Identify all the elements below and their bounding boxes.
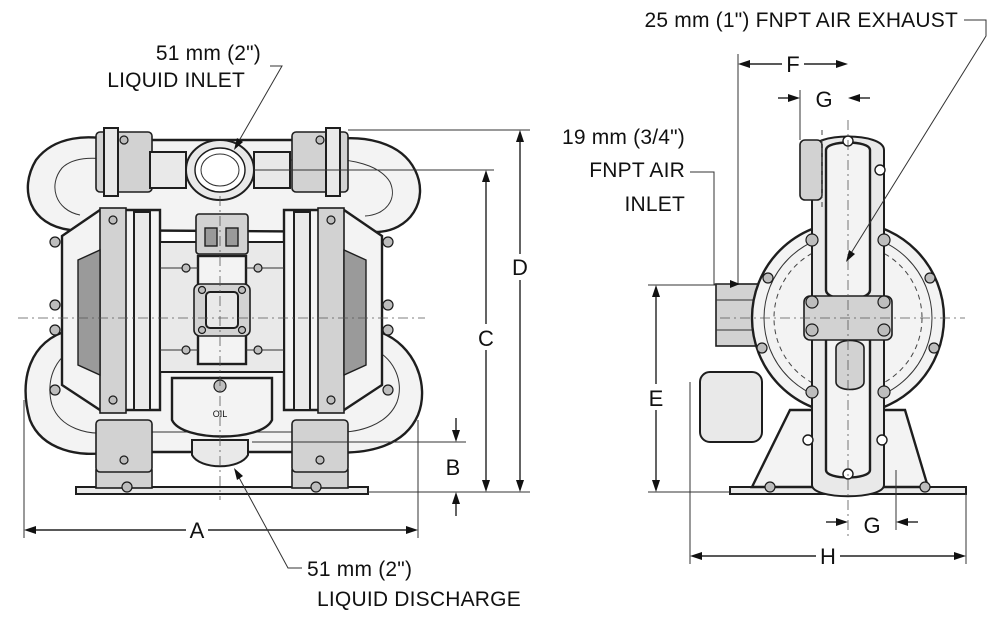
dimension-d: D [512,255,528,280]
dimension-c: C [478,326,494,351]
dimension-g-bottom: G [863,513,880,538]
liquid-inlet-size-label: 51 mm (2") [156,42,261,65]
oil-marking: OIL [213,409,228,419]
air-exhaust-label: 25 mm (1") FNPT AIR EXHAUST [644,9,958,32]
dimension-f: F [786,52,799,77]
lower-left-clamp [95,419,153,473]
oil-bowl [170,376,274,438]
dimension-b: B [446,455,461,480]
leader-lines [234,19,987,569]
right-diaphragm-clamp [317,207,345,414]
dimension-labels: A D C B E F G G H [186,52,881,569]
left-diaphragm-clamp [99,207,127,414]
dimension-e: E [649,386,664,411]
dimension-a: A [190,518,205,543]
base-plate [75,486,369,495]
side-view [699,120,967,540]
air-valve-cap [195,213,249,255]
lower-right-clamp [291,419,349,473]
liquid-discharge-size-label: 51 mm (2") [307,558,412,581]
muffler [699,371,763,443]
front-view: OIL [18,127,425,500]
front-view-bolts [49,135,394,465]
liquid-discharge-label: LIQUID DISCHARGE [317,588,521,611]
foot-bolt [121,481,133,493]
foot-bolt [310,481,322,493]
callout-labels: 51 mm (2") LIQUID INLET 25 mm (1") FNPT … [107,9,958,611]
dimension-h: H [820,544,836,569]
inlet-port-opening [194,147,246,193]
liquid-inlet-label: LIQUID INLET [107,69,245,92]
discharge-port [191,439,249,468]
side-view-bolts [756,135,940,480]
dimension-g-top: G [815,87,832,112]
air-inlet-fnpt-label: FNPT AIR [589,159,685,182]
air-inlet-label: INLET [624,193,685,216]
air-inlet-size-label: 19 mm (3/4") [562,126,685,149]
